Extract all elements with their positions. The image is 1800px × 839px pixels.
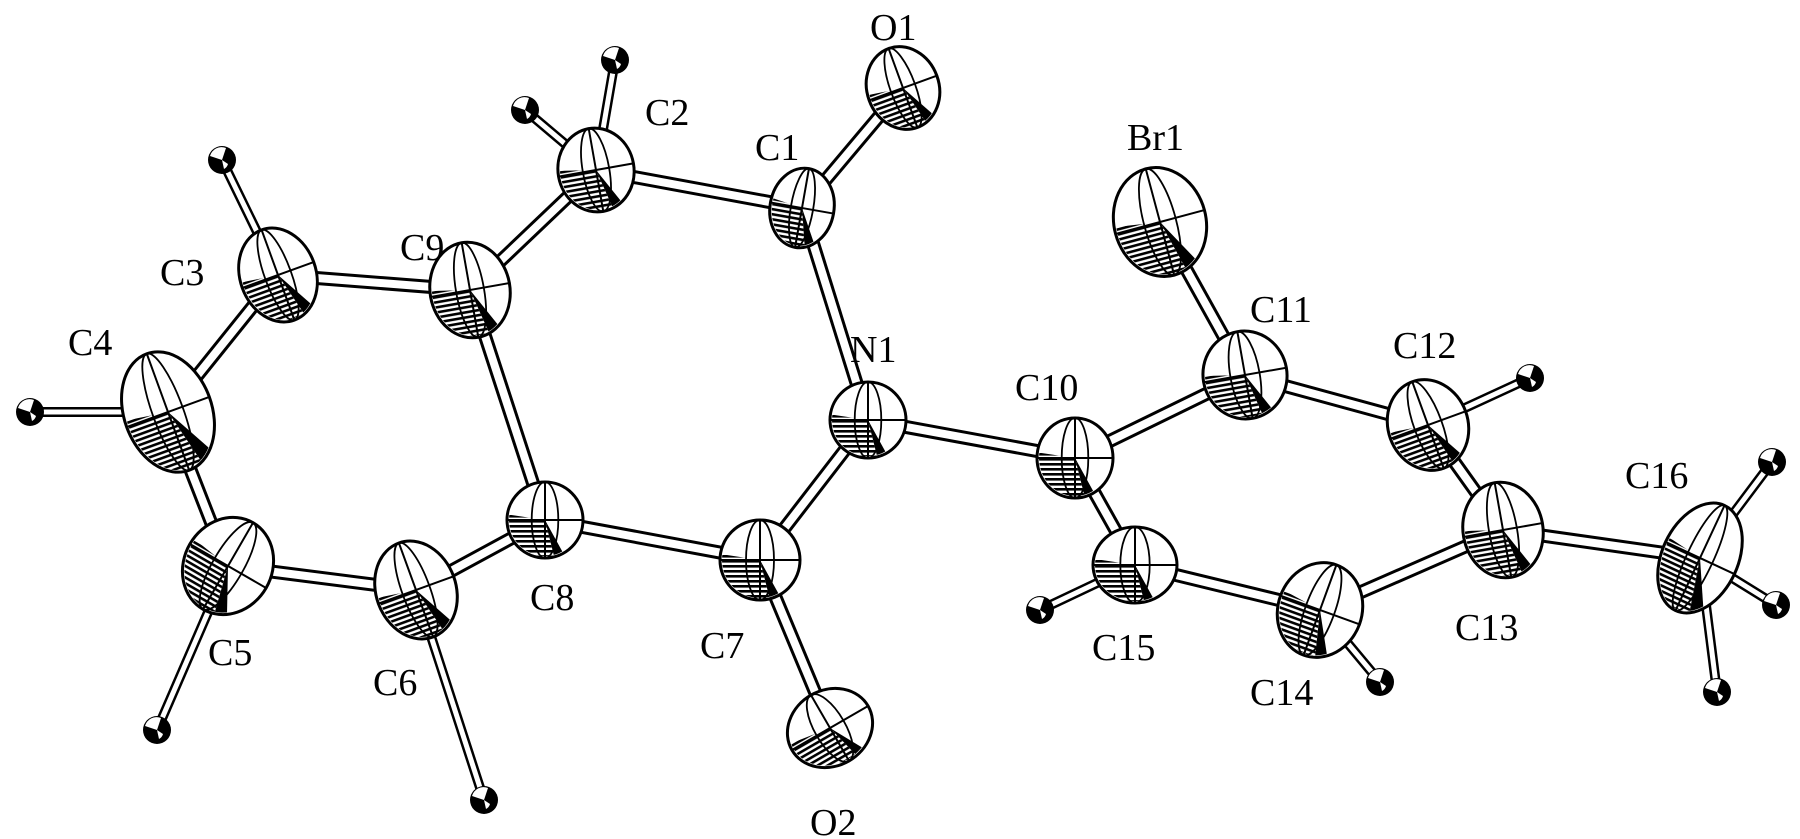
hydrogen-atom	[143, 716, 171, 744]
atom-label-C7: C7	[700, 625, 744, 667]
hydrogen-atom	[16, 398, 44, 426]
atom-label-C12: C12	[1393, 325, 1456, 367]
hydrogen-atom	[1758, 448, 1786, 476]
hydrogen-atom	[208, 146, 236, 174]
atom-label-O1: O1	[870, 7, 916, 49]
hydrogen-atom	[511, 96, 539, 124]
atom-label-C14: C14	[1250, 672, 1313, 714]
atom-label-C16: C16	[1625, 455, 1688, 497]
atom-C7	[718, 518, 802, 602]
atom-label-N1: N1	[850, 329, 896, 371]
atom-C15	[1091, 525, 1179, 605]
atom-label-C10: C10	[1015, 367, 1078, 409]
atom-label-C3: C3	[160, 252, 204, 294]
hydrogen-atom	[1762, 591, 1790, 619]
atom-C16	[1643, 501, 1744, 624]
atom-label-C11: C11	[1250, 289, 1312, 331]
atom-C5	[167, 515, 276, 629]
hydrogen-atom	[1026, 596, 1054, 624]
atom-C13	[1457, 480, 1545, 582]
atom-C8	[505, 480, 585, 560]
atom-O2	[783, 686, 878, 781]
atom-C11	[1198, 329, 1289, 424]
atom-label-C6: C6	[373, 662, 417, 704]
atom-Br1	[1103, 166, 1209, 285]
atom-label-Br1: Br1	[1127, 117, 1184, 159]
atoms-layer	[108, 45, 1744, 781]
atom-C6	[363, 539, 464, 649]
hydrogen-atom	[470, 786, 498, 814]
atom-label-C2: C2	[645, 92, 689, 134]
atom-label-C4: C4	[68, 322, 112, 364]
atom-label-C15: C15	[1092, 627, 1155, 669]
labels-layer: O1C1C2C3C4C5C6C7C8C9N1O2C10C11Br1C12C13C…	[68, 7, 1688, 839]
hydrogen-atom	[1366, 668, 1394, 696]
atom-label-C9: C9	[400, 227, 444, 269]
atom-label-O2: O2	[810, 802, 856, 839]
hydrogen-atom	[1516, 364, 1544, 392]
atom-C10	[1035, 416, 1115, 500]
hydrogen-atom	[1703, 678, 1731, 706]
atom-label-C1: C1	[755, 127, 799, 169]
atom-label-C5: C5	[208, 632, 252, 674]
hydrogen-atom	[601, 46, 629, 74]
atom-label-C13: C13	[1455, 607, 1518, 649]
atom-label-C8: C8	[530, 577, 574, 619]
hydrogen-atoms-layer	[16, 46, 1790, 814]
atom-C1	[765, 166, 836, 251]
